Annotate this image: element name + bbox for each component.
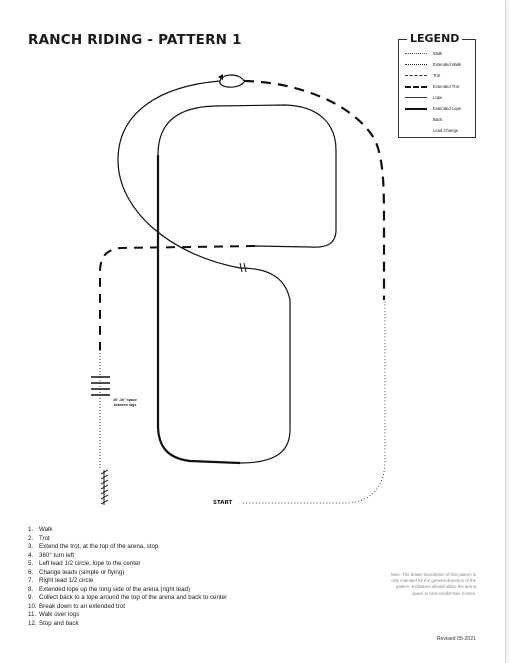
legend-title: LEGEND (407, 32, 463, 46)
step-item: 5.Left lead 1/2 circle, lope to the cent… (28, 560, 141, 567)
step-item: 7.Right lead 1/2 circle (28, 577, 94, 584)
lead-change-icon (239, 262, 247, 273)
step-item: 9.Collect back to a lope around the top … (28, 594, 228, 601)
legend-label: Lope (433, 95, 443, 100)
legend-box: LEGEND Walk Extended Walk Trot Extended … (398, 32, 476, 138)
walk-path-start (243, 300, 386, 504)
page-title: RANCH RIDING - PATTERN 1 (28, 32, 242, 48)
legend-item-extended-trot: Extended Trot (405, 82, 475, 92)
logs (91, 376, 110, 396)
legend-label: Extended Walk (433, 62, 462, 67)
log-spacing-note: 20"-30" space between logs (113, 398, 137, 407)
extended-lope-line-sample (405, 108, 427, 110)
step-item: 11.Walk over logs (28, 611, 80, 618)
turn-arrow-icon (218, 74, 223, 80)
legend-label: Back (433, 117, 443, 122)
step-item: 6.Change leads (simple or flying) (28, 568, 125, 576)
pattern-steps: 1.Walk 2.Trot 3.Extend the trot, at the … (28, 526, 227, 628)
step-item: 8.Extended lope up the long side of the … (28, 585, 191, 593)
legend-label: Extended Trot (433, 84, 460, 89)
walk-line-sample (405, 53, 427, 54)
extended-trot-path (243, 79, 386, 300)
lope-line-sample (405, 97, 427, 98)
step-item: 2.Trot (28, 534, 50, 542)
step-item: 4.360° turn left (28, 551, 75, 559)
turn-360-loop (219, 74, 245, 88)
start-label: START (213, 500, 233, 506)
extended-walk-line-sample (405, 64, 427, 65)
legend-item-extended-walk: Extended Walk (405, 60, 475, 70)
step-item: 1.Walk (28, 526, 53, 533)
legend-item-back: Back (405, 115, 475, 125)
extended-lope-long-side (156, 155, 241, 465)
legend-item-lope: Lope (405, 93, 475, 103)
step-item: 10.Break down to an extended trot (28, 602, 125, 610)
back-path (100, 469, 109, 505)
step-item: 3.Extend the trot, at the top of the are… (28, 543, 159, 550)
legend-item-extended-lope: Extended Lope (405, 104, 475, 114)
right-lead-half-circle (239, 267, 291, 464)
left-lead-half-circle (117, 80, 241, 269)
trot-line-sample (405, 75, 427, 76)
legend-label: Extended Lope (433, 106, 462, 111)
legend-label: Lead Change (433, 128, 459, 133)
extended-trot-to-logs (99, 245, 256, 350)
disclaimer-note: Note: The drawn description of this patt… (390, 572, 476, 596)
lope-top-loop (157, 104, 337, 248)
step-item: 12.Stop and back (28, 619, 79, 627)
legend-item-lead-change: Lead Change (405, 126, 475, 136)
legend-item-walk: Walk (405, 49, 475, 59)
revised-date: Revised 05-2021 (436, 636, 476, 642)
extended-trot-line-sample (405, 86, 427, 88)
legend-label: Trot (433, 73, 441, 78)
legend-label: Walk (433, 51, 443, 56)
pattern-diagram (91, 74, 386, 505)
legend-item-trot: Trot (405, 71, 475, 81)
